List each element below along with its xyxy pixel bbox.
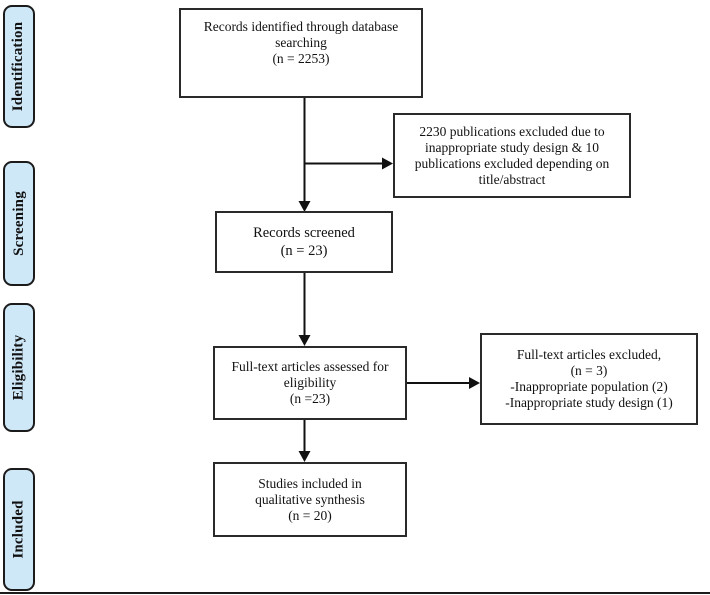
box-text-line: Full-text articles assessed for xyxy=(231,359,389,374)
box-fulltext-excluded: Full-text articles excluded, (n = 3) -In… xyxy=(480,333,698,425)
box-records-screened: Records screened (n = 23) xyxy=(215,211,393,273)
stage-label-text: Eligibility xyxy=(10,334,27,401)
arrow-identified-to-screened xyxy=(298,98,311,212)
box-text-line: title/abstract xyxy=(478,171,546,187)
box-text-line: (n = 2253) xyxy=(272,51,330,66)
box-text-line: 2230 publications excluded due to xyxy=(419,123,605,139)
box-text-line: (n = 23) xyxy=(280,243,328,259)
box-studies-included: Studies included in qualitative synthesi… xyxy=(213,462,407,537)
stage-label-text: Included xyxy=(10,500,27,559)
arrow-to-publications-excluded xyxy=(304,157,393,170)
box-text-line: qualitative synthesis xyxy=(255,491,365,507)
box-text-line: eligibility xyxy=(283,375,337,390)
box-fulltext-assessed: Full-text articles assessed for eligibil… xyxy=(213,346,407,420)
box-text-line: Records identified through database xyxy=(203,19,399,34)
arrow-assessed-to-included xyxy=(298,420,311,462)
box-text-line: -Inappropriate population (2) xyxy=(510,379,668,394)
box-text-line: Full-text articles excluded, xyxy=(516,347,662,362)
box-text-line: publications excluded depending on xyxy=(414,155,610,171)
arrow-screened-to-assessed xyxy=(298,273,311,346)
box-records-identified: Records identified through database sear… xyxy=(179,8,423,98)
stage-label-eligibility: Eligibility xyxy=(3,303,35,432)
stage-label-included: Included xyxy=(3,468,35,591)
stage-label-identification: Identification xyxy=(3,5,35,128)
box-text-line: Records screened xyxy=(253,225,355,241)
box-text-line: inappropriate study design & 10 xyxy=(425,139,599,155)
box-text-line: (n = 3) xyxy=(570,363,608,378)
box-text-line: Studies included in xyxy=(258,475,362,491)
stage-label-text: Screening xyxy=(10,191,27,256)
box-text-line: (n = 20) xyxy=(288,507,332,523)
box-text-line: (n =23) xyxy=(289,391,331,406)
box-text-line: searching xyxy=(275,35,327,50)
box-text-line: -Inappropriate study design (1) xyxy=(505,395,673,410)
arrow-assessed-to-excluded xyxy=(407,377,480,389)
box-publications-excluded: 2230 publications excluded due to inappr… xyxy=(393,113,631,198)
figure-bottom-border xyxy=(0,592,710,594)
stage-label-text: Identification xyxy=(10,21,27,112)
stage-label-screening: Screening xyxy=(3,161,35,286)
